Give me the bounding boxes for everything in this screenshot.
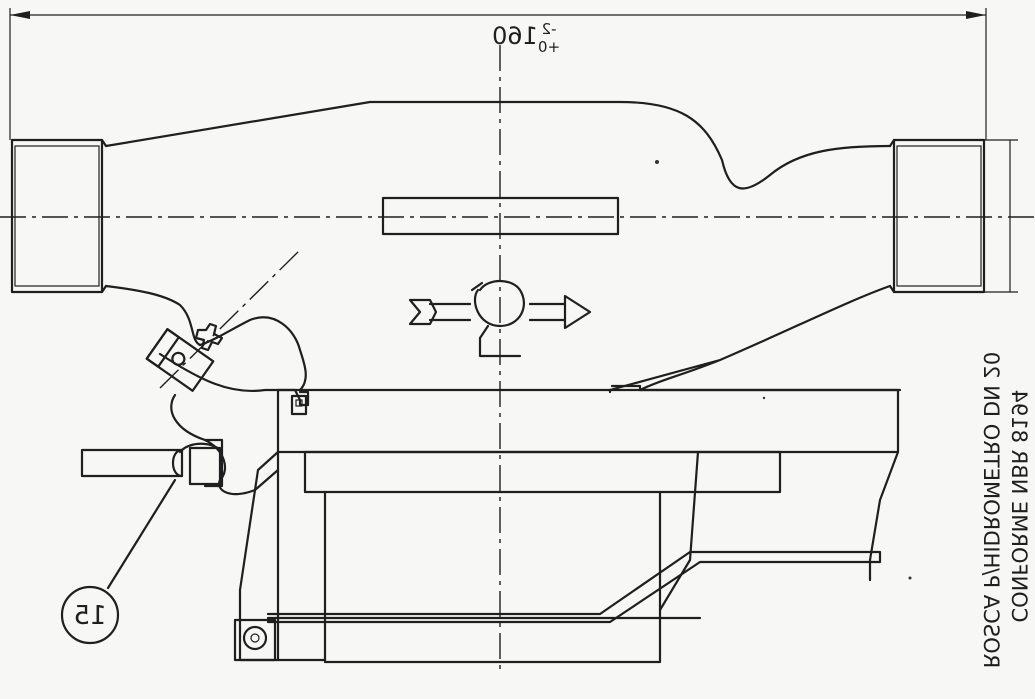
side-note-2: ROSCA P/HIDROMETRO DN 20	[979, 352, 1003, 668]
note-line-1: CONFORME NBR 8194	[1007, 390, 1031, 623]
left-thread-end	[10, 138, 108, 294]
seal-cross-icon	[194, 322, 224, 352]
dimension-text-group: 160 -2 +0	[492, 20, 560, 56]
dimension-value: 160	[492, 22, 538, 50]
hinge	[233, 618, 277, 662]
dimension-tol-upper: -2	[542, 20, 557, 38]
flow-arrow-icon	[408, 279, 592, 358]
seal-strap	[266, 550, 882, 624]
seal-clip	[145, 328, 215, 392]
right-thread-end	[888, 138, 1018, 294]
meter-body-lower-right	[608, 284, 892, 392]
lead-seal	[80, 442, 224, 590]
dimension-tol-lower: +0	[538, 38, 560, 56]
seal-axis-line	[159, 249, 301, 389]
side-note: CONFORME NBR 8194	[1007, 390, 1031, 623]
register-slot	[381, 196, 620, 236]
balloon-label: 15	[73, 601, 106, 631]
part-balloon: 15	[60, 585, 120, 645]
seal-wire	[158, 316, 310, 496]
register-housing	[238, 388, 900, 664]
meter-body-outline	[104, 100, 892, 190]
note-line-2: ROSCA P/HIDROMETRO DN 20	[979, 352, 1003, 668]
overall-dimension	[9, 8, 987, 140]
